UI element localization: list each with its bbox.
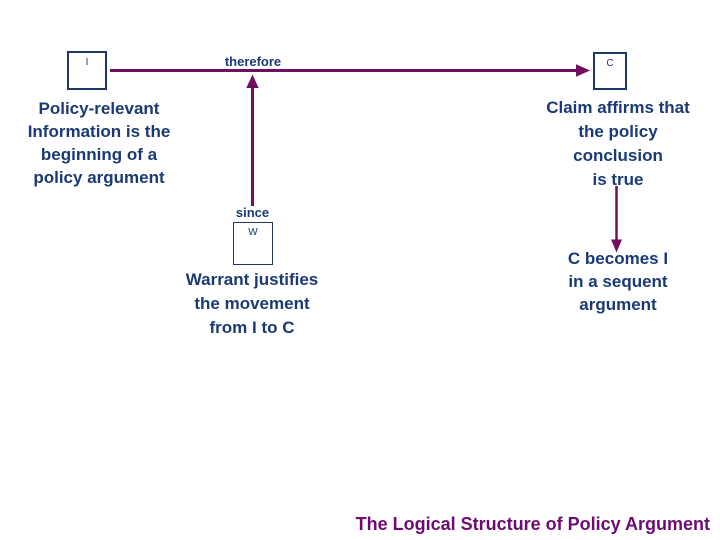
arrow-w-up-to-therefore — [246, 74, 259, 206]
since-label: since — [235, 205, 270, 220]
therefore-label: therefore — [224, 54, 282, 69]
node-c-label: C — [606, 58, 614, 69]
caption-claim: Claim affirms that the policy conclusion… — [546, 98, 690, 189]
caption-sequent: C becomes I in a sequent argument — [567, 249, 669, 314]
caption-information: Policy-relevant Information is the begin… — [27, 99, 171, 187]
node-i-label: I — [85, 57, 89, 68]
node-w-label: W — [248, 227, 258, 238]
node-w-box: W — [233, 222, 273, 265]
caption-warrant: Warrant justifies the movement from I to… — [185, 270, 319, 337]
slide-title: The Logical Structure of Policy Argument — [355, 514, 710, 534]
node-c-box: C — [593, 52, 627, 90]
arrow-c-down-to-sequent — [611, 186, 622, 253]
node-i-box: I — [67, 51, 107, 90]
arrow-i-to-c — [110, 64, 590, 77]
